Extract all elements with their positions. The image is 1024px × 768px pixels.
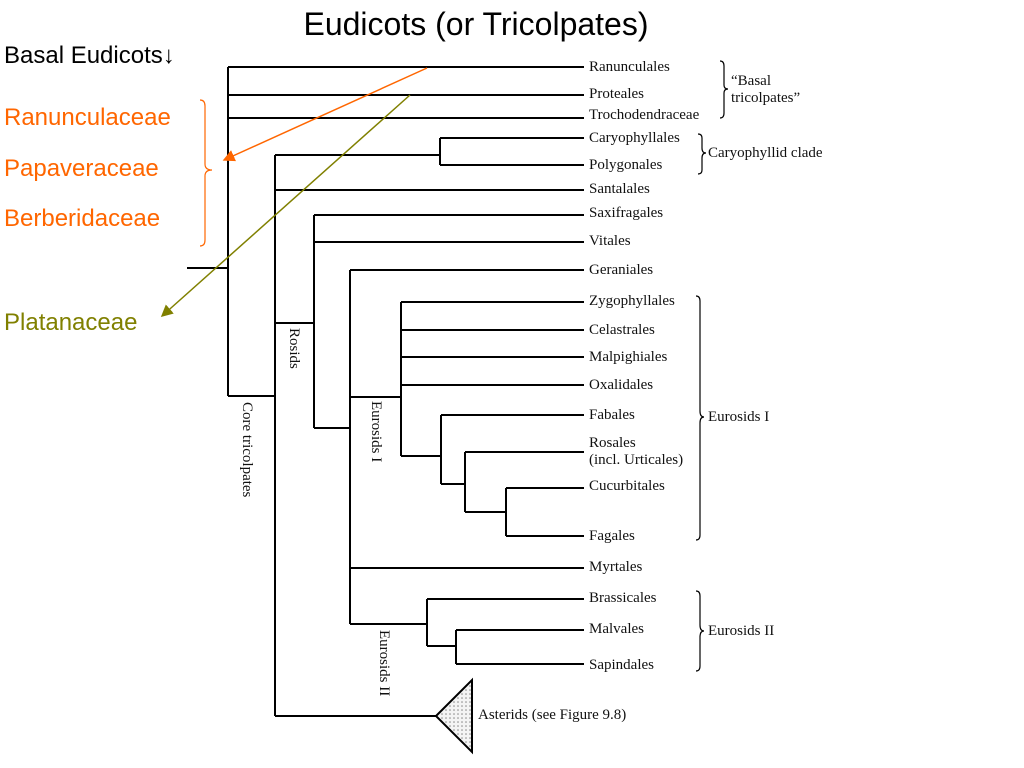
ranunculales-arrow (222, 67, 428, 162)
clade-core-tricolpates: Core tricolpates (239, 402, 255, 498)
group-basal-tricolpates-line2: tricolpates” (731, 90, 801, 106)
family-ranunculaceae: Ranunculaceae (4, 104, 171, 131)
taxon-brassicales: Brassicales (589, 590, 657, 606)
clade-eurosids-one: Eurosids I (368, 401, 384, 463)
taxon-cucurbitales: Cucurbitales (589, 478, 665, 494)
group-caryophyllid: Caryophyllid clade (708, 145, 823, 161)
taxon-saxifragales: Saxifragales (589, 205, 664, 221)
family-platanaceae: Platanaceae (4, 309, 138, 336)
group-eurosids-one: Eurosids I (708, 409, 770, 425)
taxon-celastrales: Celastrales (589, 322, 655, 338)
taxon-vitales: Vitales (589, 233, 631, 249)
taxon-trochodendraceae: Trochodendraceae (589, 107, 700, 123)
taxon-geraniales: Geraniales (589, 262, 654, 278)
taxon-oxalidales: Oxalidales (589, 377, 654, 393)
proteales-arrow (160, 94, 411, 317)
basal-eudicots-label: Basal Eudicots↓ (4, 42, 175, 69)
taxon-myrtales: Myrtales (589, 559, 643, 575)
down-arrow-icon: ↓ (162, 42, 175, 69)
taxon-rosales-note: (incl. Urticales) (589, 452, 684, 468)
family-papaveraceae: Papaveraceae (4, 155, 159, 182)
families-brace (199, 99, 213, 247)
page-title: Eudicots (or Tricolpates) (303, 6, 649, 42)
taxon-malpighiales: Malpighiales (589, 349, 668, 365)
asterids-triangle (434, 677, 473, 755)
tree-branches (187, 66, 584, 717)
taxon-ranunculales: Ranunculales (589, 59, 670, 75)
taxon-rosales: Rosales (589, 435, 636, 451)
taxon-proteales: Proteales (589, 86, 644, 102)
group-braces (695, 60, 729, 672)
taxon-asterids: Asterids (see Figure 9.8) (478, 707, 627, 723)
taxon-zygophyllales: Zygophyllales (589, 293, 675, 309)
taxon-fagales: Fagales (589, 528, 635, 544)
group-eurosids-two: Eurosids II (708, 623, 775, 639)
taxon-fabales: Fabales (589, 407, 635, 423)
taxon-santalales: Santalales (589, 181, 650, 197)
group-basal-tricolpates-line1: “Basal (731, 73, 771, 89)
taxon-caryophyllales: Caryophyllales (589, 130, 680, 146)
clade-eurosids-two: Eurosids II (376, 630, 392, 697)
taxon-polygonales: Polygonales (589, 157, 663, 173)
taxon-malvales: Malvales (589, 621, 644, 637)
family-berberidaceae: Berberidaceae (4, 205, 161, 232)
clade-rosids: Rosids (286, 328, 302, 369)
taxon-sapindales: Sapindales (589, 657, 654, 673)
